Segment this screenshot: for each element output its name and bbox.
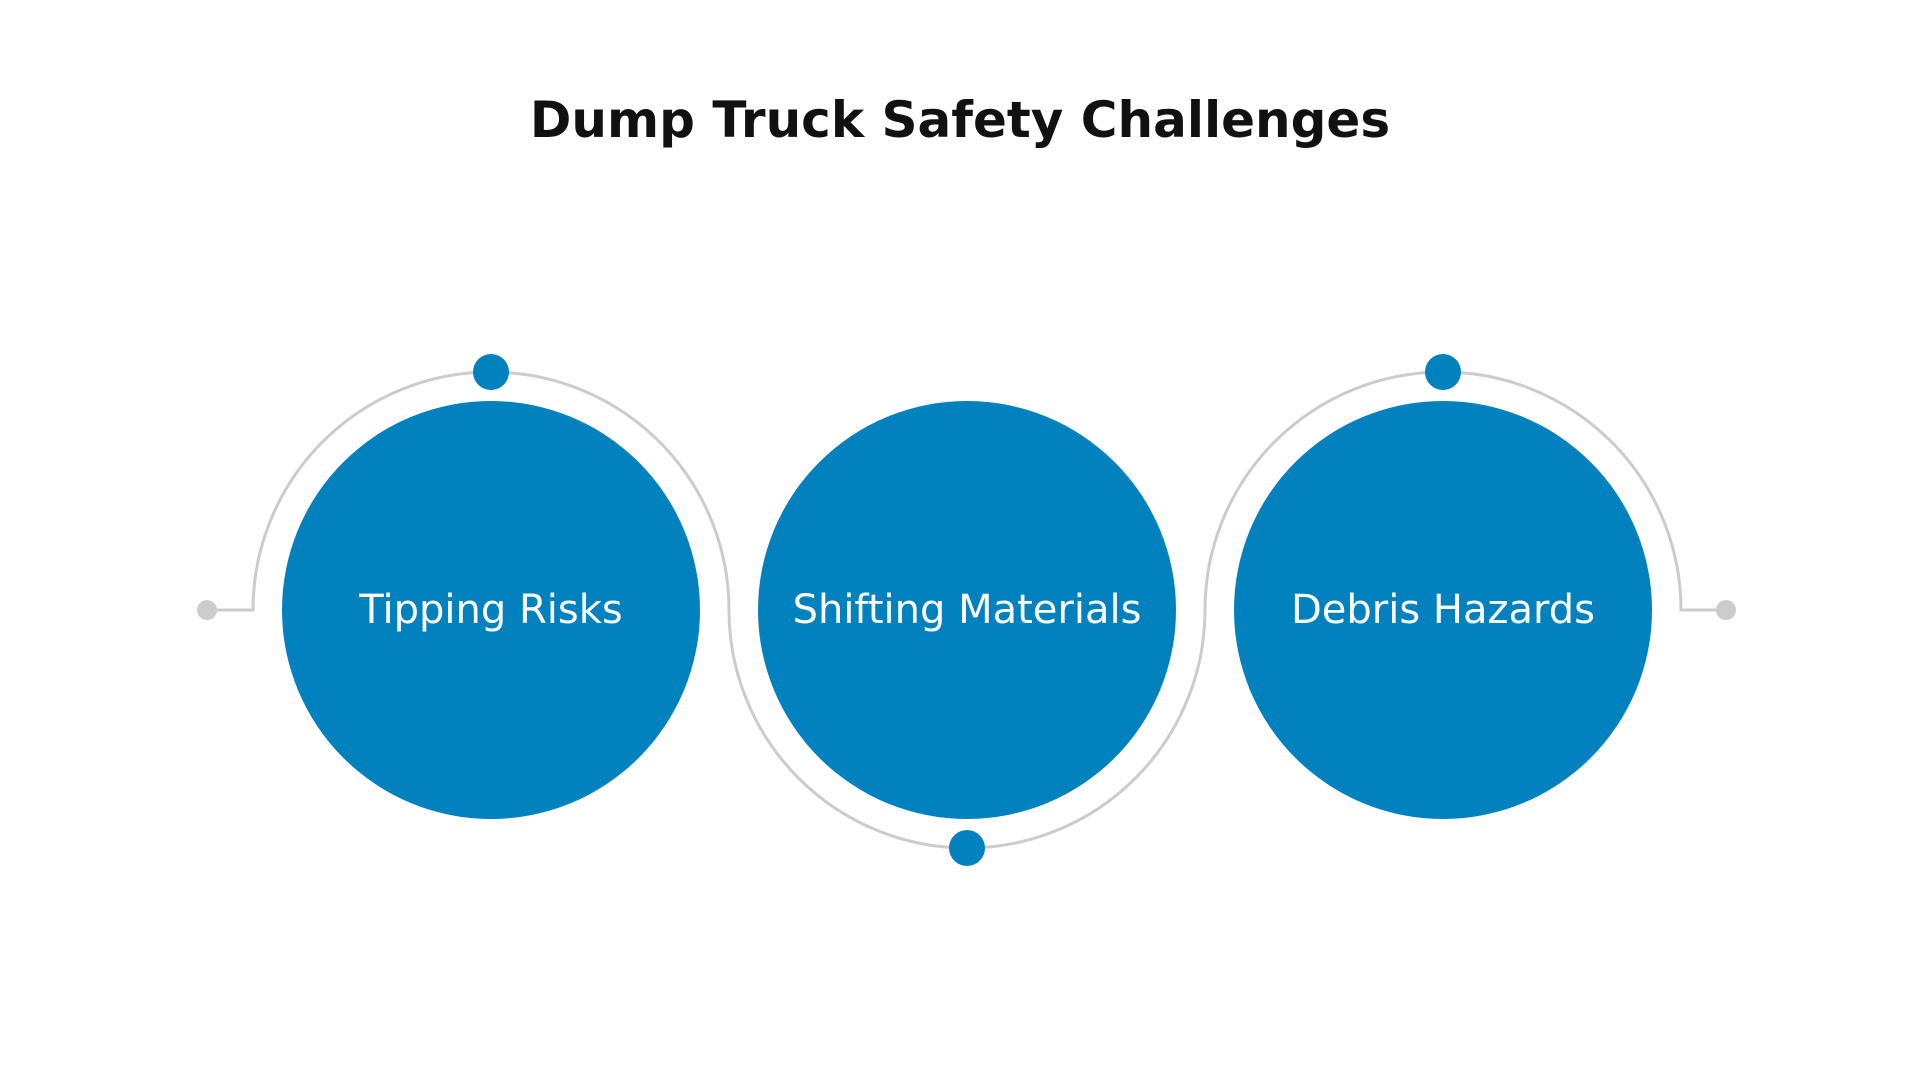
connector-end-left bbox=[197, 600, 217, 620]
node-shifting-materials: Shifting Materials bbox=[758, 401, 1176, 866]
node-circle bbox=[1234, 401, 1652, 819]
page-title: Dump Truck Safety Challenges bbox=[529, 91, 1391, 149]
accent-dot-bottom bbox=[949, 830, 985, 866]
node-label: Debris Hazards bbox=[1291, 587, 1595, 633]
connector-end-right bbox=[1716, 600, 1736, 620]
node-circle bbox=[282, 401, 700, 819]
node-tipping-risks: Tipping Risks bbox=[282, 354, 700, 819]
node-circle bbox=[758, 401, 1176, 819]
accent-dot-top bbox=[1425, 354, 1461, 390]
node-label: Shifting Materials bbox=[793, 587, 1142, 633]
node-label: Tipping Risks bbox=[358, 587, 622, 633]
node-debris-hazards: Debris Hazards bbox=[1234, 354, 1652, 819]
accent-dot-top bbox=[473, 354, 509, 390]
